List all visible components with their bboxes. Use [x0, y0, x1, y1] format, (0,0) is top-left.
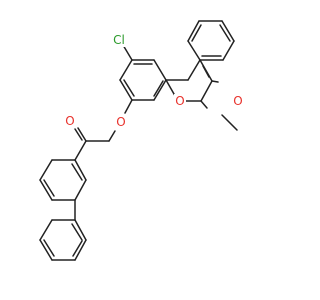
top-phenyl-ring — [187, 20, 235, 61]
ketone-oxygen-label: O — [65, 114, 74, 128]
biphenyl-ring-2 — [39, 219, 87, 261]
molecule-canvas: Cl O O O O — [39, 20, 244, 261]
lactone-carbonyl-oxygen-label: O — [233, 94, 242, 108]
biphenyl-ring-1 — [39, 159, 87, 221]
atom-ketone-oxygen: O — [64, 114, 76, 128]
atom-lactone-carbonyl-oxygen: O — [232, 94, 244, 108]
side-chain — [74, 80, 238, 161]
benzo-ring — [119, 39, 189, 101]
ether-oxygen-label: O — [116, 115, 125, 129]
atom-chlorine: Cl — [110, 33, 128, 47]
chlorine-label: Cl — [113, 33, 125, 47]
atom-ether-oxygen: O — [115, 115, 127, 129]
molecule-structure: Cl O O O O — [39, 20, 244, 261]
ring-oxygen-label: O — [175, 94, 184, 108]
atom-ring-oxygen: O — [174, 94, 186, 108]
